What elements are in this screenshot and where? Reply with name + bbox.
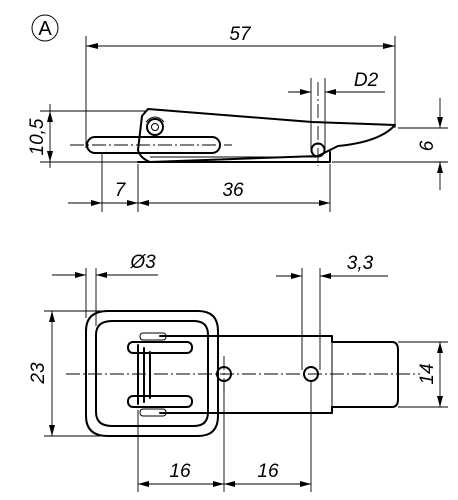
latch-lever xyxy=(137,108,396,163)
outer-frame xyxy=(85,310,219,437)
view-marker: A xyxy=(31,14,59,42)
dim-spacing-right: 16 xyxy=(257,461,279,482)
dim-height-left: 10,5 xyxy=(27,118,48,155)
dim-hole-diameter-side: D2 xyxy=(354,70,379,91)
base-plate xyxy=(137,151,331,163)
side-view: 57 D2 10,5 6 7 36 xyxy=(27,24,448,212)
inner-frame xyxy=(95,320,209,427)
view-marker-letter: A xyxy=(38,18,52,40)
dim-width-frame: 23 xyxy=(28,362,49,385)
strap-plate xyxy=(159,335,399,414)
dim-height-right: 6 xyxy=(417,140,438,151)
pivot-rivet xyxy=(146,118,164,136)
hook-bar-bottom xyxy=(127,395,193,408)
dim-spacing-left: 16 xyxy=(169,461,191,482)
dim-offset-bottom: 7 xyxy=(115,180,127,201)
dim-overall-length: 57 xyxy=(229,24,252,45)
wire-loop xyxy=(86,136,221,154)
dim-hole-diameter-plan: Ø3 xyxy=(129,252,156,273)
hook-wire xyxy=(137,344,151,405)
hook-bar-top xyxy=(127,341,193,354)
plan-view: Ø3 3,3 23 14 16 16 xyxy=(28,252,448,492)
dim-length-bottom: 36 xyxy=(222,180,244,201)
dim-width-strap: 14 xyxy=(417,363,438,384)
dim-hole-spacing: 3,3 xyxy=(347,253,374,274)
